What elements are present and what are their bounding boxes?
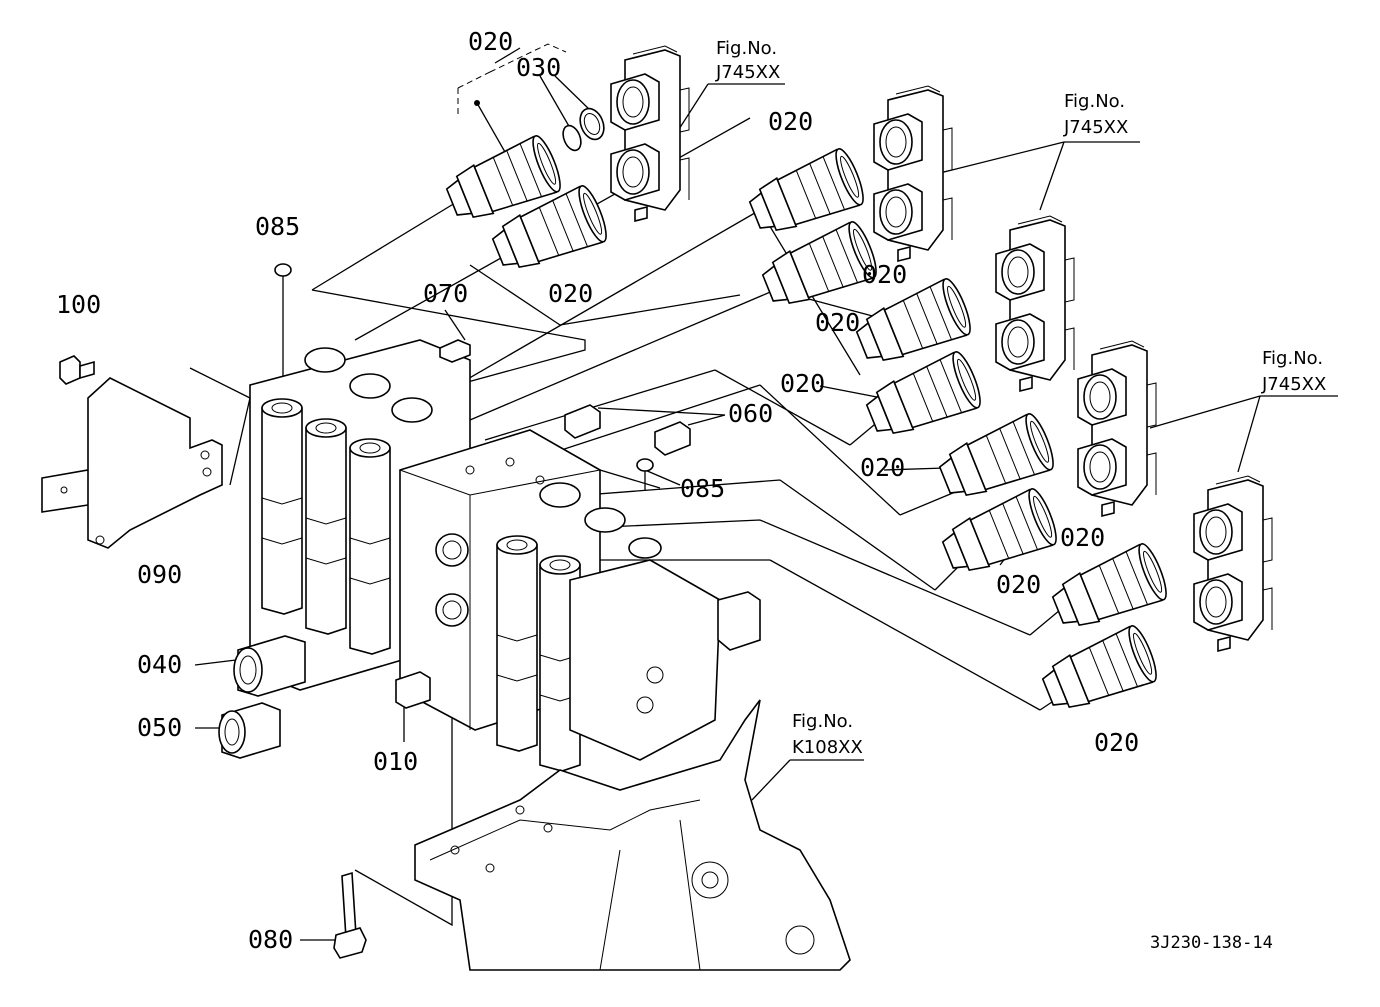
part-labels: 020 030 020 020 020 020 020 020 020 020 … [56, 27, 1139, 954]
figref-4-prefix: Fig.No. [792, 711, 853, 732]
label-020-f: 020 [860, 453, 905, 482]
label-020-b: 020 [768, 107, 813, 136]
label-060: 060 [728, 399, 773, 428]
figref-1-code: J745XX [715, 62, 780, 83]
label-085-b: 085 [680, 474, 725, 503]
frame-k108 [414, 699, 851, 971]
label-070: 070 [423, 279, 468, 308]
label-080: 080 [248, 925, 293, 954]
label-050: 050 [137, 713, 182, 742]
drawing-code: 3J230-138-14 [1150, 933, 1273, 953]
bracket-090 [41, 355, 223, 549]
figref-3-prefix: Fig.No. [1262, 348, 1323, 369]
bolt-080 [333, 871, 367, 959]
label-040: 040 [137, 650, 182, 679]
coupler-parts [439, 107, 1173, 721]
figref-1-prefix: Fig.No. [716, 38, 777, 59]
label-010: 010 [373, 747, 418, 776]
label-020-c: 020 [815, 308, 860, 337]
label-030: 030 [516, 53, 561, 82]
label-085-a: 085 [255, 212, 300, 241]
label-100: 100 [56, 290, 101, 319]
label-020-d: 020 [862, 260, 907, 289]
figref-3-code: J745XX [1261, 374, 1326, 395]
label-020-e: 020 [780, 369, 825, 398]
label-020-h: 020 [1060, 523, 1105, 552]
label-020-g: 020 [996, 570, 1041, 599]
figure-references: Fig.No. J745XX Fig.No. J745XX Fig.No. J7… [715, 38, 1326, 758]
label-020-top: 020 [468, 27, 513, 56]
control-valve-assembly [218, 263, 761, 772]
label-020-i: 020 [1094, 728, 1139, 757]
figref-2-prefix: Fig.No. [1064, 91, 1125, 112]
label-020-a: 020 [548, 279, 593, 308]
label-090: 090 [137, 560, 182, 589]
figref-2-code: J745XX [1063, 117, 1128, 138]
figref-4-code: K108XX [792, 737, 863, 758]
